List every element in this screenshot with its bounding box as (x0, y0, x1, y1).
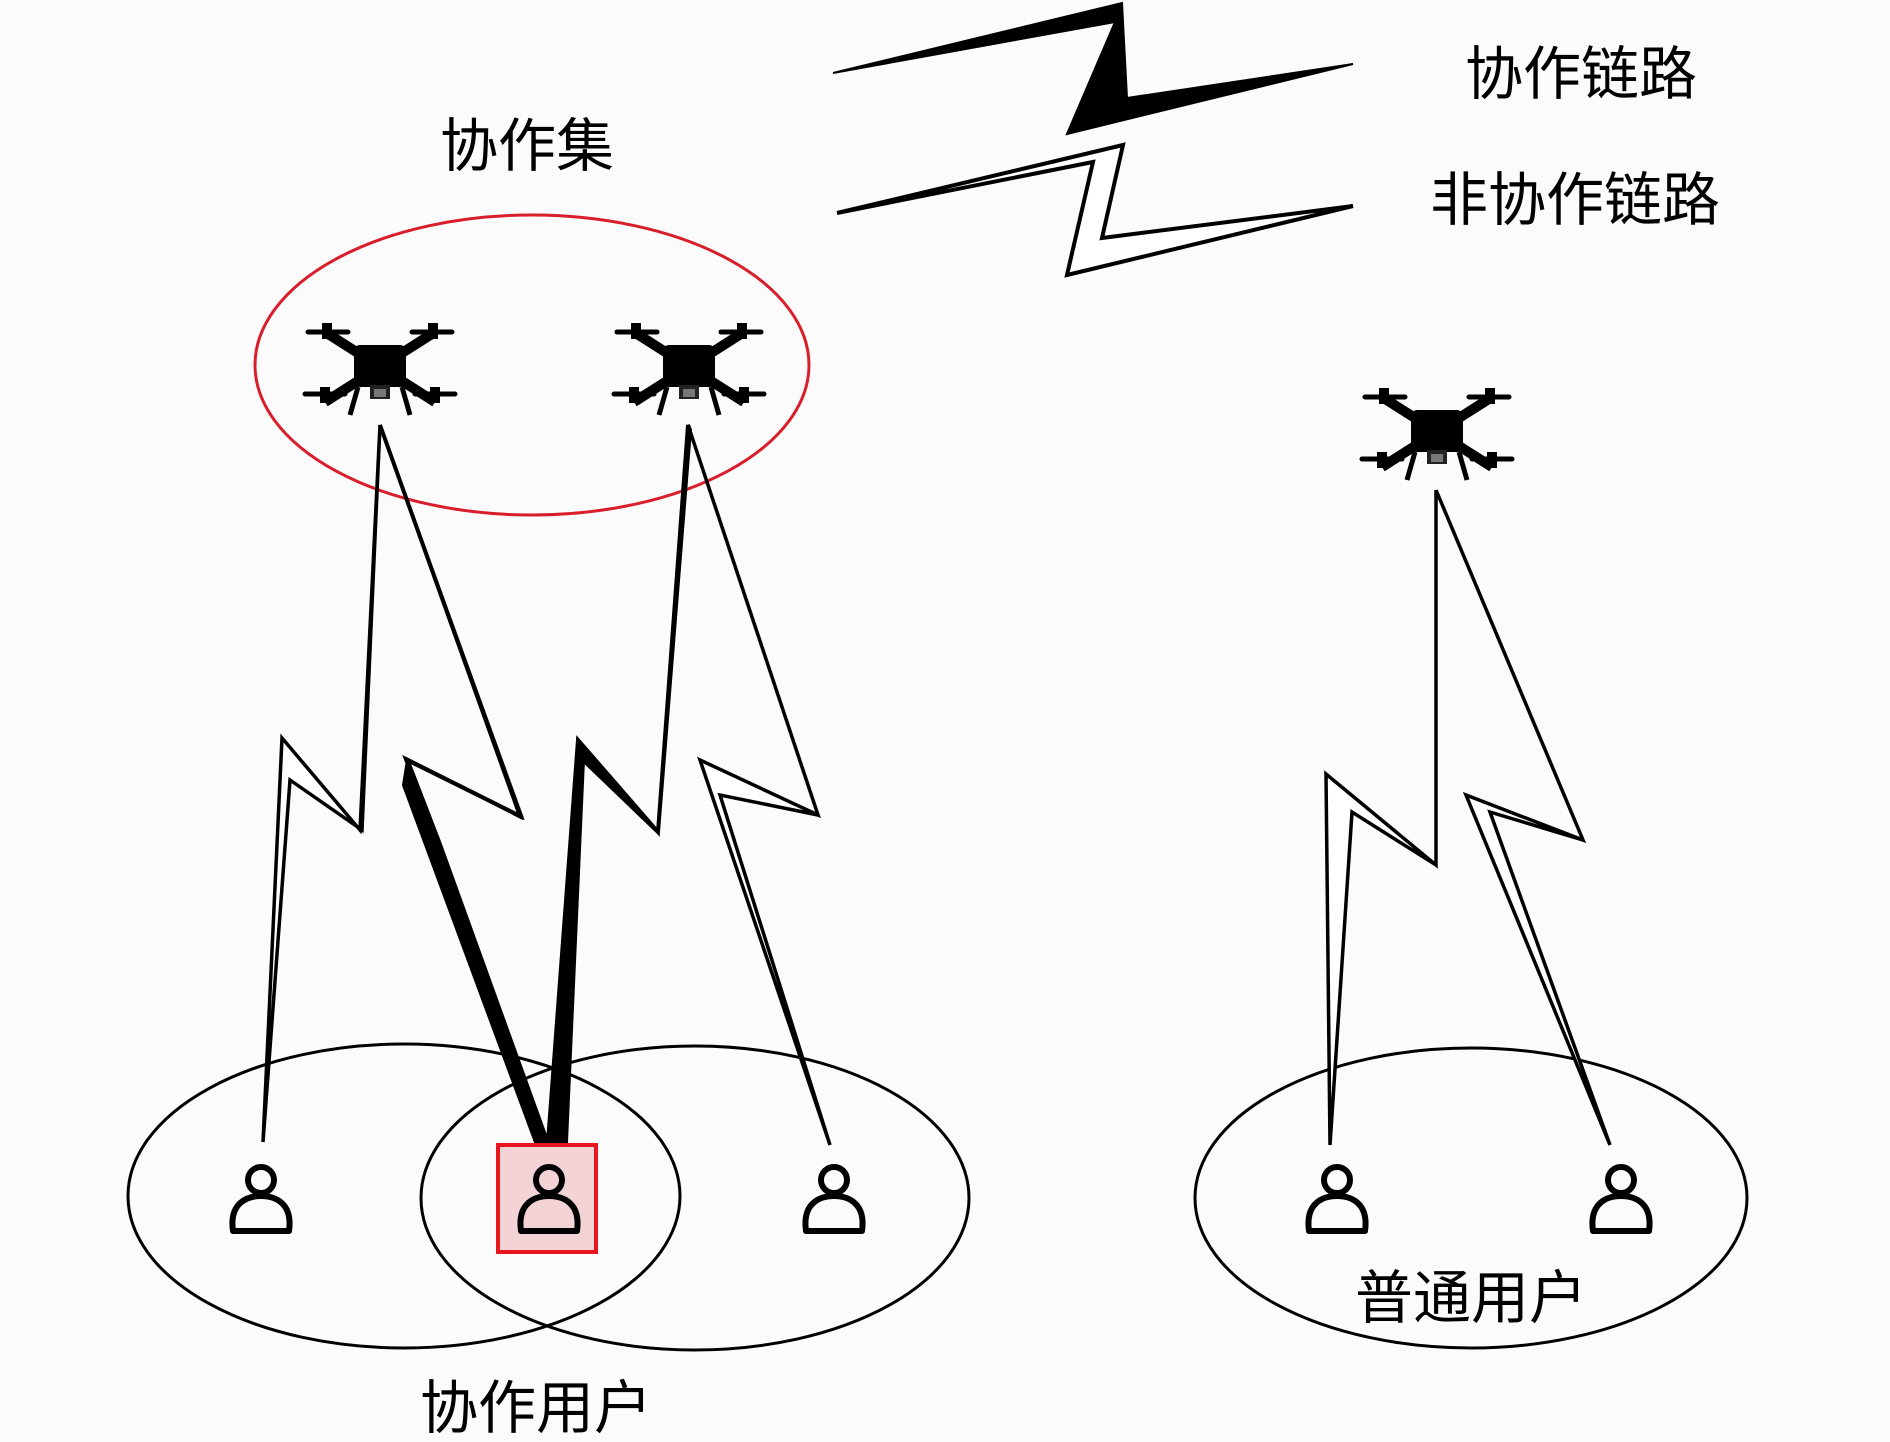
ordinary-user-label: 普通用户 (1355, 1264, 1587, 1332)
users (232, 1143, 1649, 1254)
links (261, 424, 1612, 1147)
legend-cooperative-link-label: 协作链路 (1465, 40, 1697, 108)
user-icon-middle-right (805, 1167, 862, 1231)
coverage-ellipse-right (1193, 1046, 1749, 1350)
coverage-ellipse-middle (419, 1044, 971, 1352)
coverage-areas (126, 1042, 1749, 1352)
non-cooperative-link-uav1 (261, 424, 382, 1143)
coverage-ellipse-left (126, 1042, 682, 1350)
user-icon-ordinary-2 (1592, 1167, 1649, 1231)
uavs (305, 323, 1512, 480)
legend-non-cooperative-link-symbol (836, 142, 1354, 278)
cooperative-set-ellipse (253, 213, 811, 517)
cooperative-set: 协作集 (253, 112, 811, 517)
non-cooperative-link-uav3-left (1324, 490, 1438, 1146)
cooperative-link-uav2 (545, 424, 693, 1144)
user-icon-left (232, 1167, 289, 1231)
uav-icon-3 (1362, 388, 1512, 480)
uav-icon-1 (305, 323, 455, 415)
cooperative-user-label: 协作用户 (420, 1374, 652, 1442)
legend-cooperative-link-symbol (832, 1, 1354, 136)
non-cooperative-link-uav3-right (1434, 489, 1612, 1146)
legend-non-cooperative-link-label: 非协作链路 (1430, 166, 1720, 234)
cooperative-link-uav1-body (378, 424, 551, 1147)
cooperative-set-label: 协作集 (440, 112, 614, 180)
uav-icon-2 (614, 323, 764, 415)
non-cooperative-link-uav2 (686, 424, 832, 1146)
legend: 协作链路 非协作链路 (832, 1, 1720, 278)
user-icon-ordinary-1 (1308, 1167, 1365, 1231)
